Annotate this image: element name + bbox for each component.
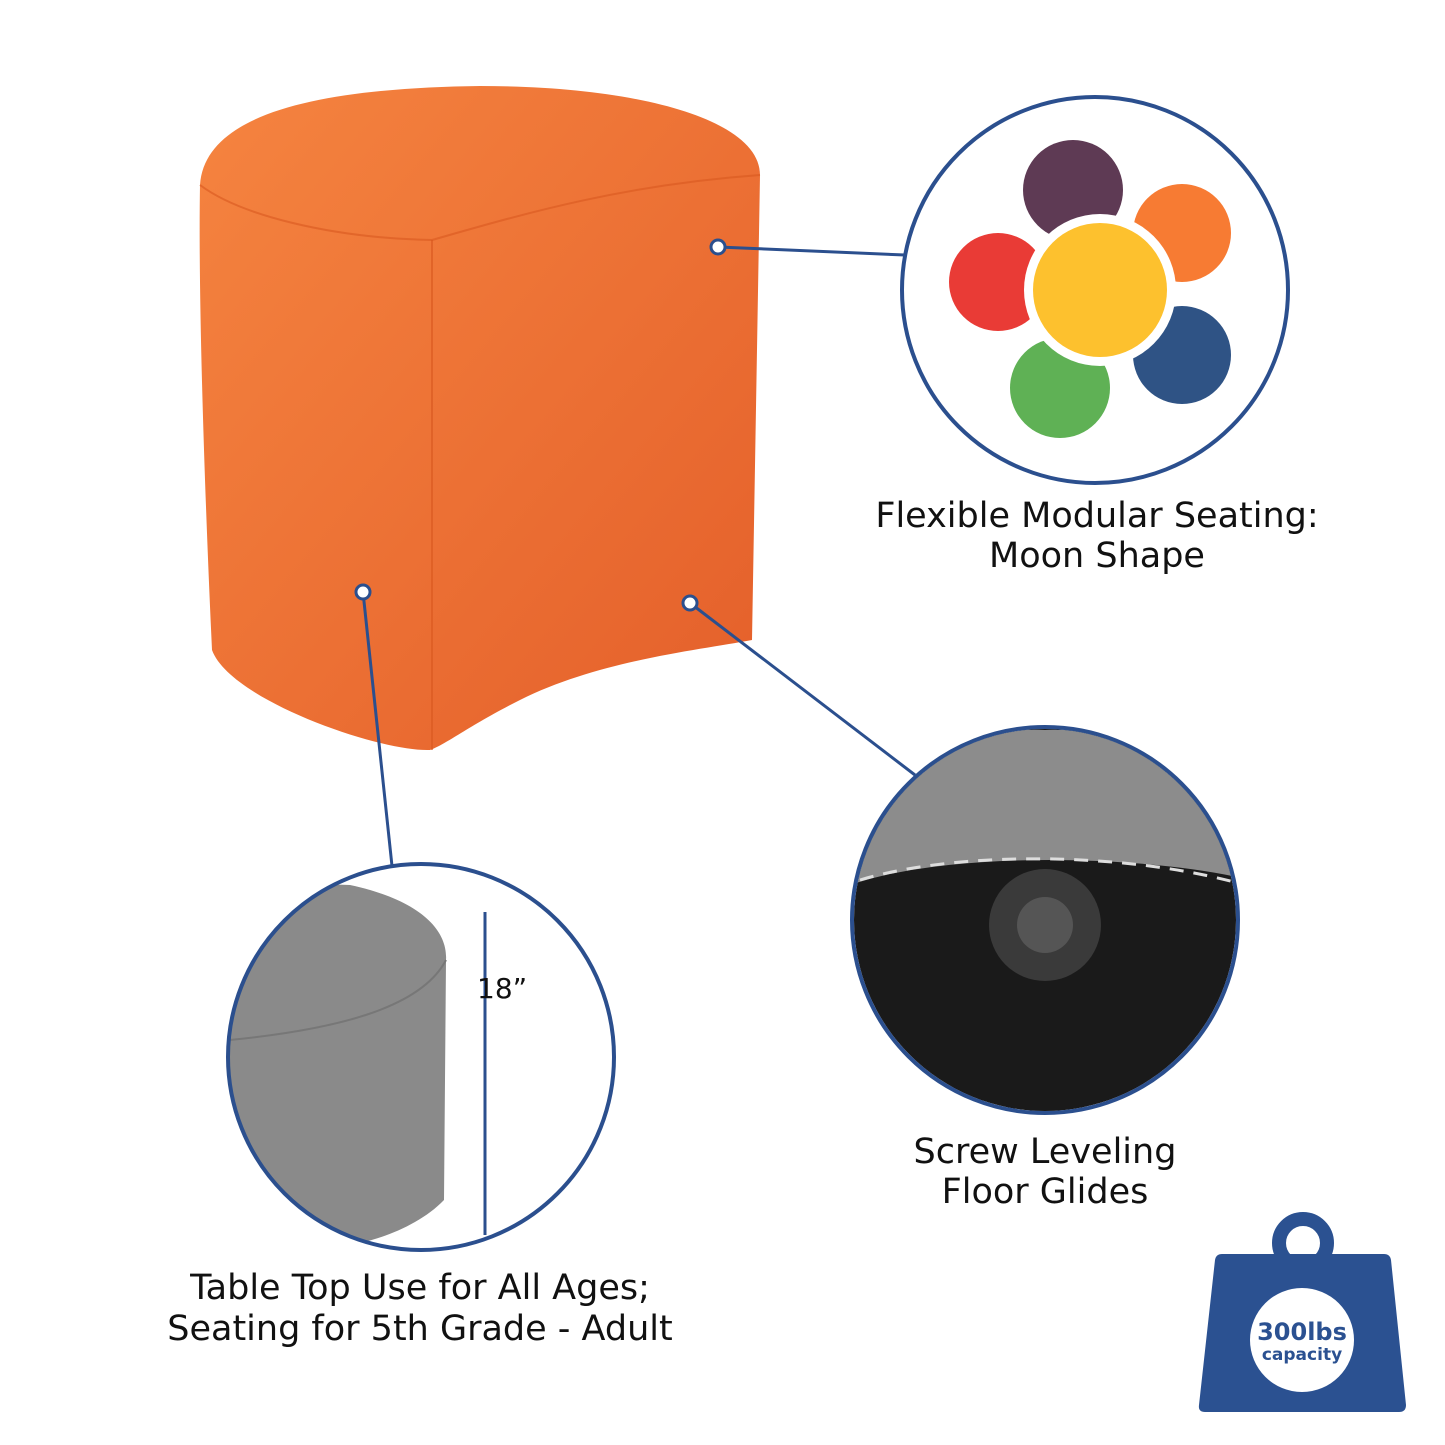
caption-glides-line2: Floor Glides xyxy=(942,1172,1149,1212)
capacity-value: 300lbs xyxy=(1257,1318,1347,1346)
moon-stool-image xyxy=(199,86,761,751)
caption-glides-line1: Screw Leveling xyxy=(914,1132,1177,1172)
weight-icon: 300lbs capacity xyxy=(1198,1212,1406,1412)
caption-seating-line1: Flexible Modular Seating: xyxy=(875,496,1318,536)
height-dimension-image xyxy=(226,862,616,1252)
capacity-label: capacity xyxy=(1262,1345,1342,1365)
callout-lines xyxy=(354,238,916,867)
floor-glide-image xyxy=(850,725,1240,1115)
caption-use-line2: Seating for 5th Grade - Adult xyxy=(167,1309,672,1349)
caption-seating-line2: Moon Shape xyxy=(989,536,1205,576)
height-label: 18” xyxy=(477,972,527,1005)
flower-arrangement-icon xyxy=(900,95,1290,485)
caption-use-line1: Table Top Use for All Ages; xyxy=(189,1268,650,1308)
